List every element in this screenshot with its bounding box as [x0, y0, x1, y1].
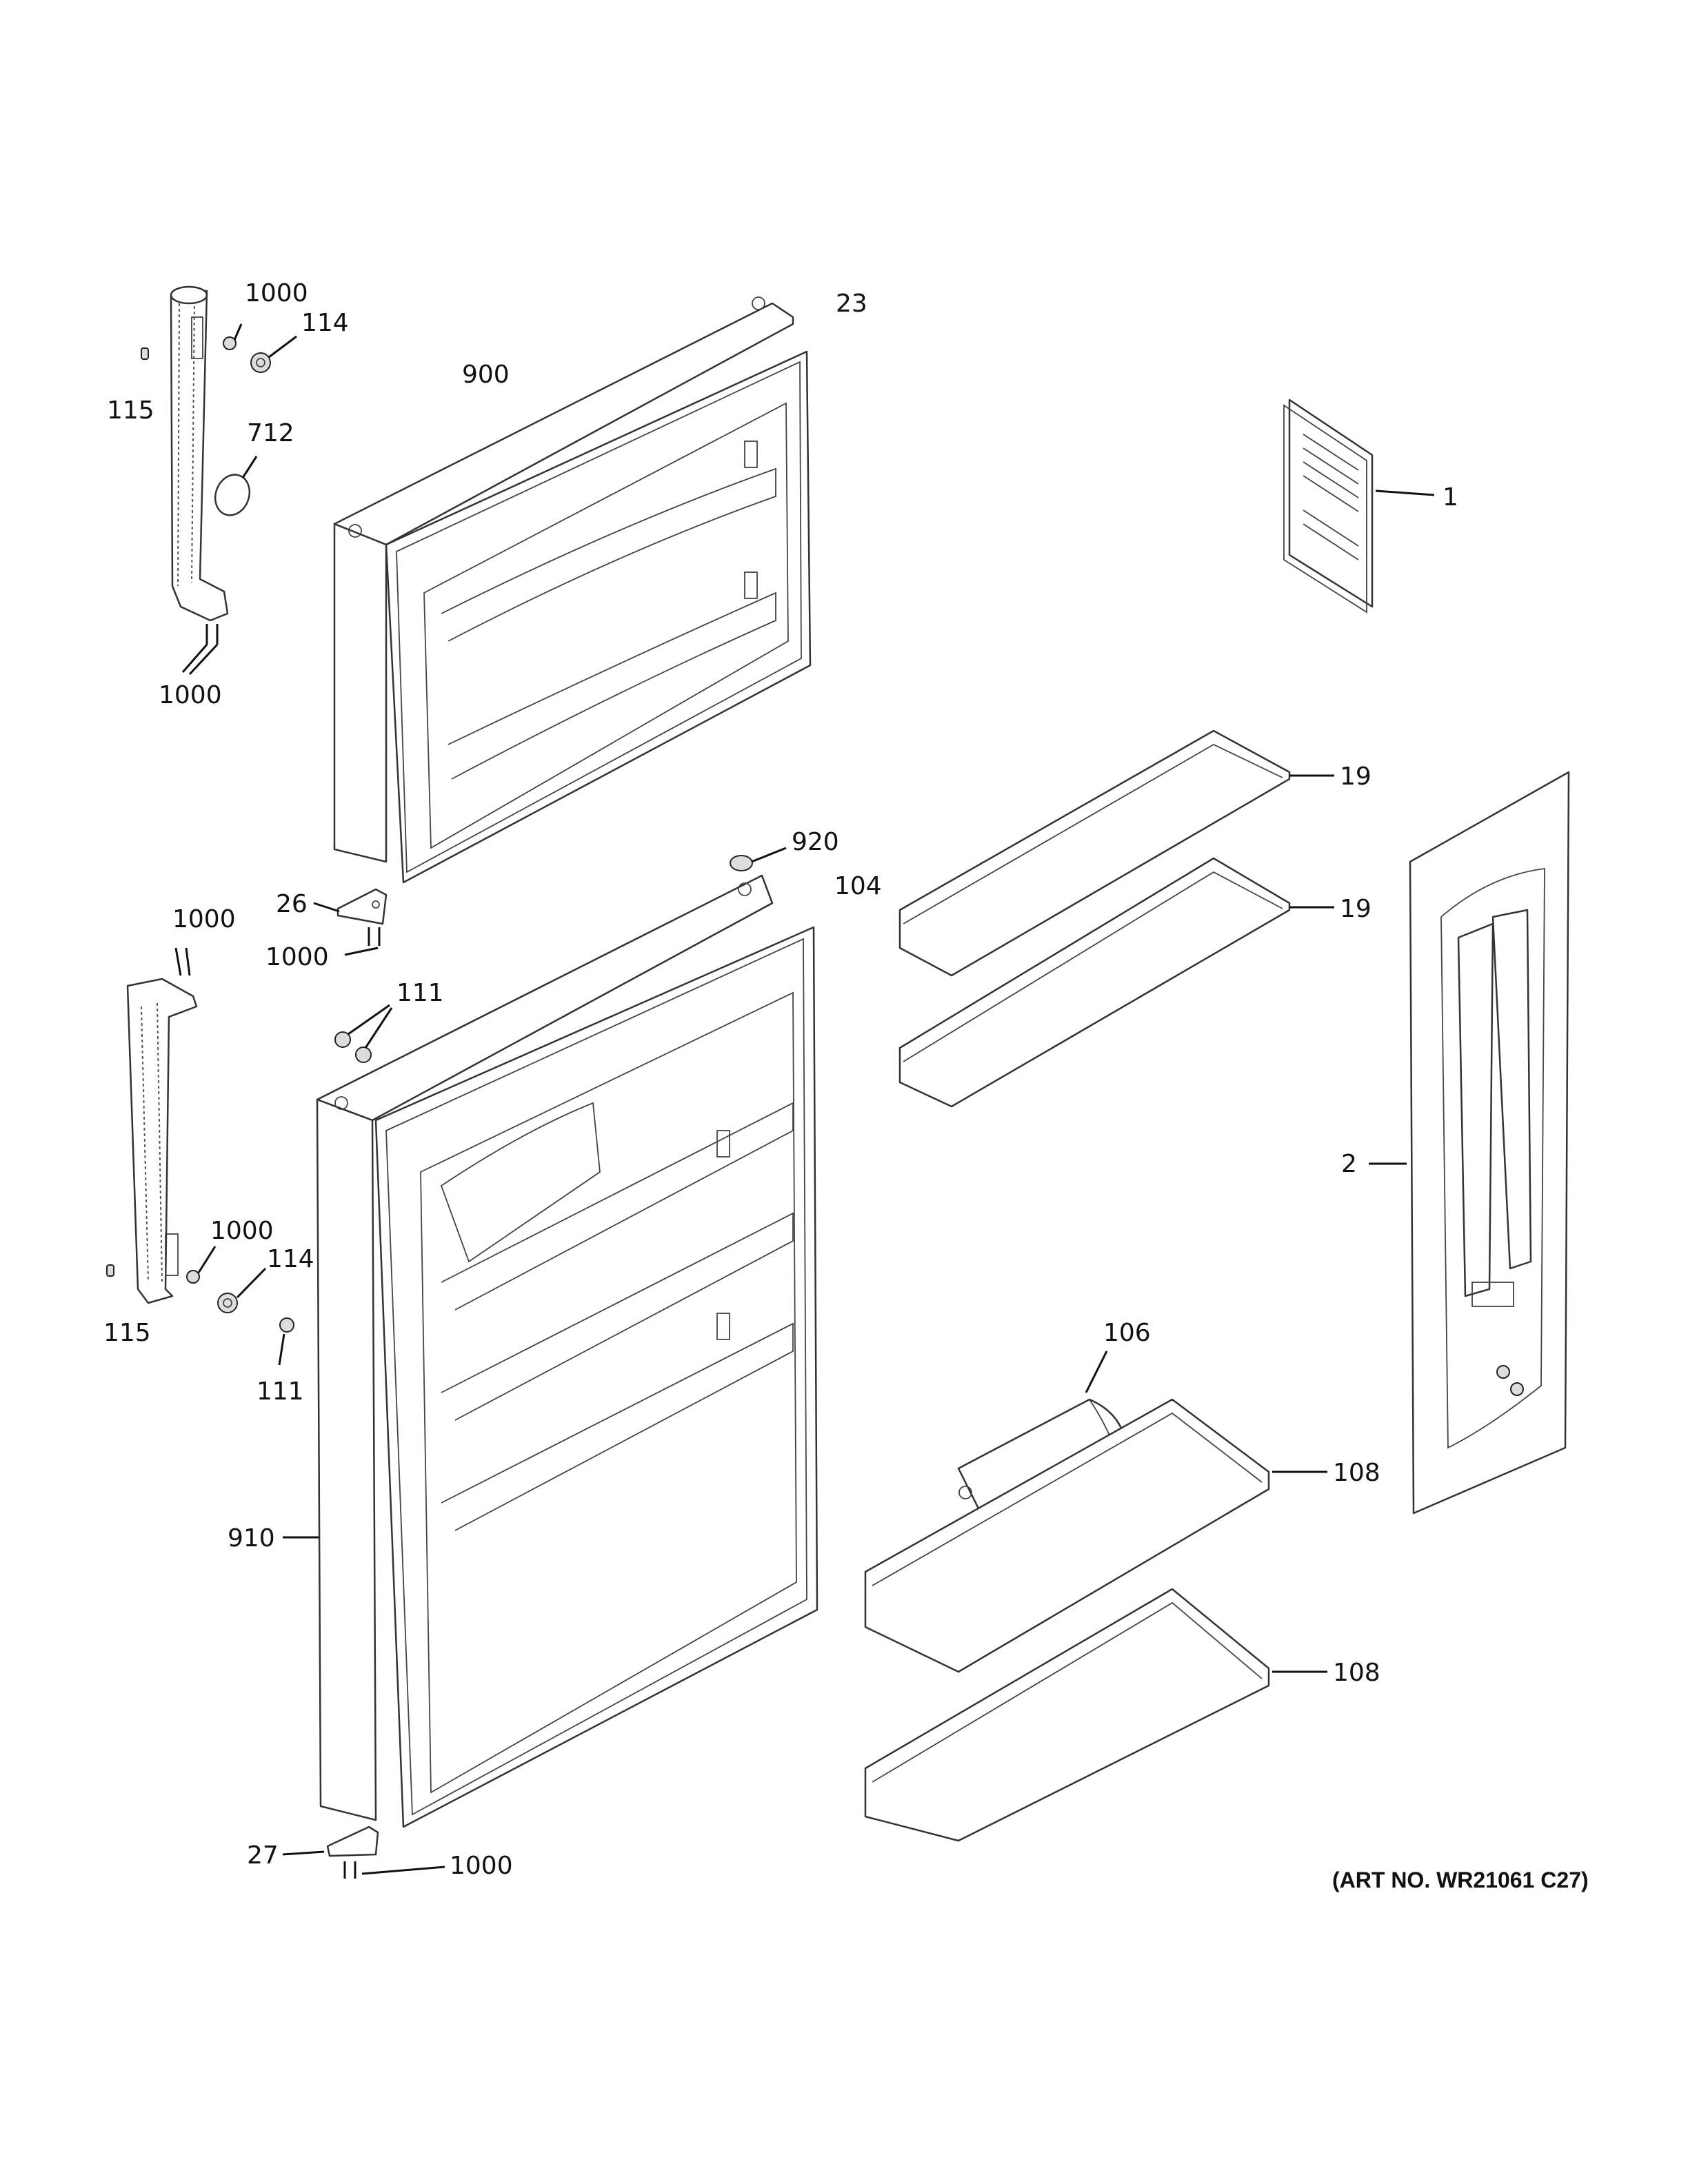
label-106: 106 — [1103, 1319, 1151, 1347]
label-111-bottom: 111 — [257, 1377, 304, 1406]
screw-1000-top — [223, 323, 243, 350]
screws-1000-hinge-26 — [344, 927, 381, 956]
screws-1000-hinge-27 — [343, 1861, 445, 1879]
label-1000-freezer-handle-bottom: 1000 — [159, 681, 222, 709]
freezer-door-handle — [170, 285, 229, 622]
label-26: 26 — [276, 890, 308, 918]
label-1000-hinge-27: 1000 — [450, 1852, 513, 1880]
hinge-27 — [282, 1826, 379, 1857]
label-114-bottom: 114 — [267, 1245, 314, 1273]
label-115-bottom: 115 — [103, 1319, 151, 1347]
label-19-upper: 19 — [1340, 762, 1372, 791]
stops-111-top — [334, 1004, 393, 1063]
handle-kit-package-2 — [1369, 771, 1570, 1515]
label-27: 27 — [247, 1841, 279, 1870]
label-920: 920 — [792, 828, 839, 856]
door-bin-108-upper — [864, 1398, 1327, 1673]
label-19-lower: 19 — [1340, 895, 1372, 923]
label-23: 23 — [836, 290, 867, 318]
label-910: 910 — [228, 1524, 275, 1553]
screw-115-bottom — [106, 1264, 114, 1277]
screws-1000-handle-top — [174, 947, 191, 976]
label-114-top: 114 — [301, 309, 349, 337]
door-bin-108-lower — [864, 1588, 1327, 1842]
freezer-door-900 — [333, 296, 794, 863]
label-712: 712 — [247, 419, 294, 447]
plug-920 — [730, 847, 787, 871]
bumper-114-top — [250, 335, 297, 373]
label-115-top: 115 — [107, 396, 154, 425]
label-2: 2 — [1341, 1150, 1357, 1178]
art-number: (ART NO. WR21061 C27) — [1332, 1868, 1589, 1892]
freezer-door-gasket-23 — [385, 350, 812, 884]
door-bin-19-upper — [898, 729, 1334, 977]
label-1: 1 — [1443, 483, 1458, 512]
fresh-food-door-handle — [126, 978, 198, 1304]
label-1000-handle-bottom: 1000 — [210, 1217, 274, 1245]
stop-111-bottom — [278, 1317, 294, 1366]
plug-712 — [214, 456, 258, 516]
label-1000-hinge-26: 1000 — [265, 943, 329, 971]
label-111-top: 111 — [396, 979, 444, 1007]
label-108-lower: 108 — [1333, 1659, 1380, 1687]
bumper-114-bottom — [217, 1267, 267, 1313]
label-1000-top: 1000 — [245, 279, 308, 307]
door-bin-19-lower — [898, 857, 1334, 1108]
screws-1000-freezer-handle-bottom — [181, 624, 219, 676]
label-900: 900 — [462, 361, 510, 389]
fresh-food-door-910 — [283, 874, 774, 1821]
literature-manual-1 — [1283, 398, 1435, 614]
label-1000-handle-top: 1000 — [172, 905, 236, 933]
fresh-food-door-gasket-104 — [374, 926, 818, 1828]
screw-115-top — [141, 347, 149, 360]
hinge-26 — [313, 888, 388, 925]
label-108-upper: 108 — [1333, 1459, 1380, 1487]
label-104: 104 — [834, 872, 882, 900]
screw-1000-handle-bottom — [186, 1246, 217, 1284]
